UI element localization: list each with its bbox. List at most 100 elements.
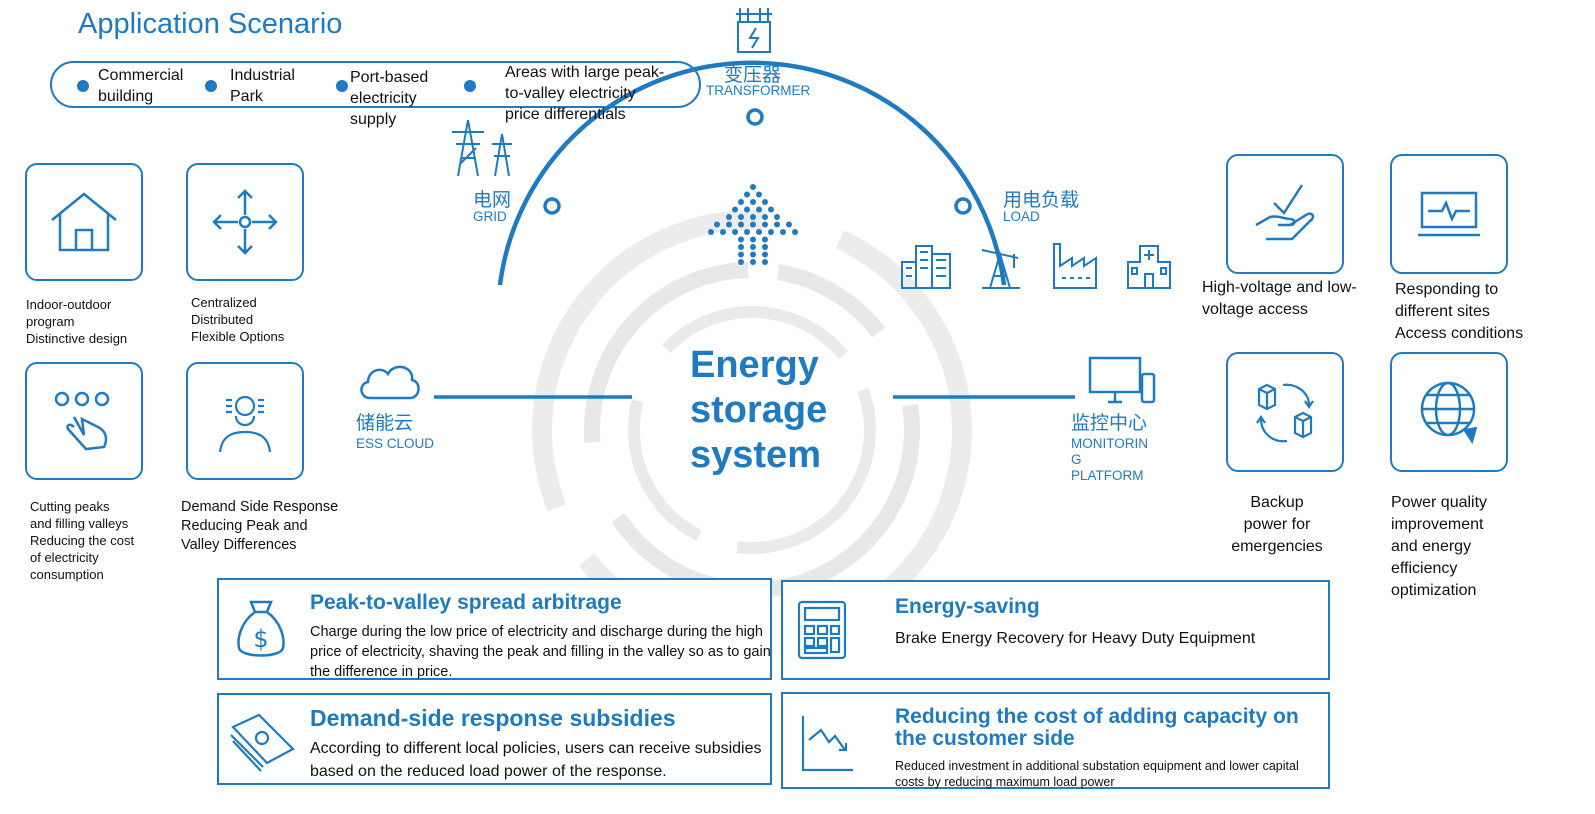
arrow-dot bbox=[762, 199, 768, 205]
card-capacity-title: Reducing the cost of adding capacity on … bbox=[895, 705, 1299, 750]
person-signal-icon bbox=[218, 395, 272, 453]
card-subsidies: Demand-side response subsidies According… bbox=[217, 693, 772, 785]
center-title: Energy storage system bbox=[690, 344, 828, 476]
scenario-bar bbox=[50, 61, 701, 108]
card-arbitrage-body: Charge during the low price of electrici… bbox=[310, 624, 771, 680]
arrow-dot bbox=[750, 236, 756, 243]
monitoring-label-en: MONITORIN G PLATFORM bbox=[1071, 436, 1148, 483]
caption-backup: Backup power for emergencies bbox=[1231, 494, 1323, 555]
bullet bbox=[205, 80, 217, 92]
caption-quality: Power quality improvement and energy eff… bbox=[1391, 494, 1488, 599]
scenario-commercial: Commercial building bbox=[98, 67, 184, 105]
buildings-icon bbox=[901, 245, 951, 289]
arrow-dot bbox=[762, 251, 768, 258]
arrow-dot bbox=[750, 251, 756, 258]
grid-node-dot bbox=[543, 197, 561, 215]
arrow-dot bbox=[744, 206, 750, 213]
card-energy-saving-body: Brake Energy Recovery for Heavy Duty Equ… bbox=[895, 630, 1256, 647]
arrow-dot bbox=[786, 221, 792, 228]
transformer-icon bbox=[736, 8, 772, 53]
arrow-dot bbox=[762, 221, 768, 228]
arrow-dot bbox=[714, 221, 720, 228]
hospital-icon bbox=[1127, 245, 1171, 289]
factory-icon bbox=[1053, 243, 1097, 289]
arrow-dot bbox=[756, 229, 762, 235]
arrow-dot bbox=[732, 206, 738, 213]
bullet bbox=[464, 80, 476, 92]
card-energy-saving: Energy-saving Brake Energy Recovery for … bbox=[781, 580, 1330, 680]
arrow-dot bbox=[744, 191, 750, 198]
arrow-dot bbox=[762, 244, 768, 250]
arrow-dot bbox=[780, 229, 786, 235]
caption-demand: Demand Side Response Reducing Peak and V… bbox=[181, 499, 339, 553]
arrow-dot bbox=[792, 229, 798, 235]
feature-box-design bbox=[25, 163, 143, 281]
bullet bbox=[336, 80, 348, 92]
arrow-dot bbox=[738, 244, 744, 250]
money-bag-icon: $ bbox=[237, 600, 285, 657]
feature-box-access bbox=[1226, 154, 1344, 274]
arrows-cross-icon bbox=[212, 189, 278, 255]
feature-box-quality bbox=[1390, 352, 1508, 472]
feature-box-flexible bbox=[186, 163, 304, 281]
feature-box-demand bbox=[186, 362, 304, 480]
arrow-dot bbox=[750, 244, 756, 250]
feature-box-backup bbox=[1226, 352, 1344, 472]
arrow-dot bbox=[750, 199, 756, 205]
feature-box-sites bbox=[1390, 154, 1508, 274]
arrow-dot bbox=[708, 229, 714, 235]
up-arrow-dots-icon bbox=[708, 184, 798, 265]
card-subsidies-title: Demand-side response subsidies bbox=[310, 705, 676, 731]
touch-icon bbox=[54, 391, 110, 451]
load-label-zh: 用电负载 bbox=[1003, 190, 1080, 211]
transformer-node-dot bbox=[746, 108, 764, 126]
monitor-wave-icon bbox=[1418, 191, 1480, 237]
svg-text:$: $ bbox=[253, 625, 268, 653]
transformer-label-en: TRANSFORMER bbox=[706, 83, 811, 98]
arrow-dot bbox=[738, 251, 744, 258]
globe-icon bbox=[1420, 381, 1478, 444]
scenario-peak-valley: Areas with large peak- to-valley electri… bbox=[505, 64, 665, 123]
monitoring-label-zh: 监控中心 bbox=[1071, 413, 1148, 434]
card-capacity: Reducing the cost of adding capacity on … bbox=[781, 692, 1330, 789]
bullet bbox=[77, 80, 89, 92]
house-icon bbox=[51, 192, 117, 252]
cycle-cubes-icon bbox=[1256, 383, 1314, 443]
arrow-dot bbox=[738, 214, 744, 220]
arrow-dot bbox=[738, 199, 744, 205]
arrow-dot bbox=[732, 229, 738, 235]
grid-label-zh: 电网 bbox=[473, 190, 512, 211]
card-arbitrage-title: Peak-to-valley spread arbitrage bbox=[310, 591, 622, 614]
page-title: Application Scenario bbox=[78, 8, 343, 40]
arrow-dot bbox=[750, 259, 756, 265]
caption-flexible: Centralized Distributed Flexible Options bbox=[191, 295, 285, 344]
arrow-dot bbox=[720, 229, 726, 235]
oil-pump-icon bbox=[981, 249, 1020, 289]
arrow-dot bbox=[762, 236, 768, 243]
feature-box-peak bbox=[25, 362, 143, 480]
arrow-dot bbox=[756, 191, 762, 198]
cloud-label-zh: 储能云 bbox=[356, 413, 414, 434]
calculator-icon bbox=[797, 600, 847, 660]
scenario-industrial: Industrial Park bbox=[230, 67, 295, 105]
arrow-dot bbox=[726, 221, 732, 228]
arrow-dot bbox=[774, 214, 780, 220]
arrow-dot bbox=[762, 214, 768, 220]
card-capacity-body: Reduced investment in additional substat… bbox=[895, 759, 1299, 789]
caption-design: Indoor-outdoor program Distinctive desig… bbox=[26, 297, 128, 346]
trend-down-icon bbox=[801, 716, 853, 772]
caption-sites: Responding to different sites Access con… bbox=[1395, 281, 1524, 342]
hand-check-icon bbox=[1255, 184, 1315, 241]
arrow-dot bbox=[726, 214, 732, 220]
arrow-dot bbox=[762, 259, 768, 265]
transformer-label-zh: 变压器 bbox=[724, 65, 782, 86]
arrow-dot bbox=[750, 221, 756, 228]
cloud-icon bbox=[360, 365, 420, 400]
arrow-dot bbox=[738, 221, 744, 228]
caption-peak: Cutting peaks and filling valleys Reduci… bbox=[30, 499, 135, 582]
arrow-dot bbox=[750, 184, 756, 190]
arrow-dot bbox=[768, 229, 774, 235]
grid-label-en: GRID bbox=[473, 209, 507, 224]
arrow-dot bbox=[744, 229, 750, 235]
caption-access: High-voltage and low- voltage access bbox=[1202, 279, 1357, 318]
